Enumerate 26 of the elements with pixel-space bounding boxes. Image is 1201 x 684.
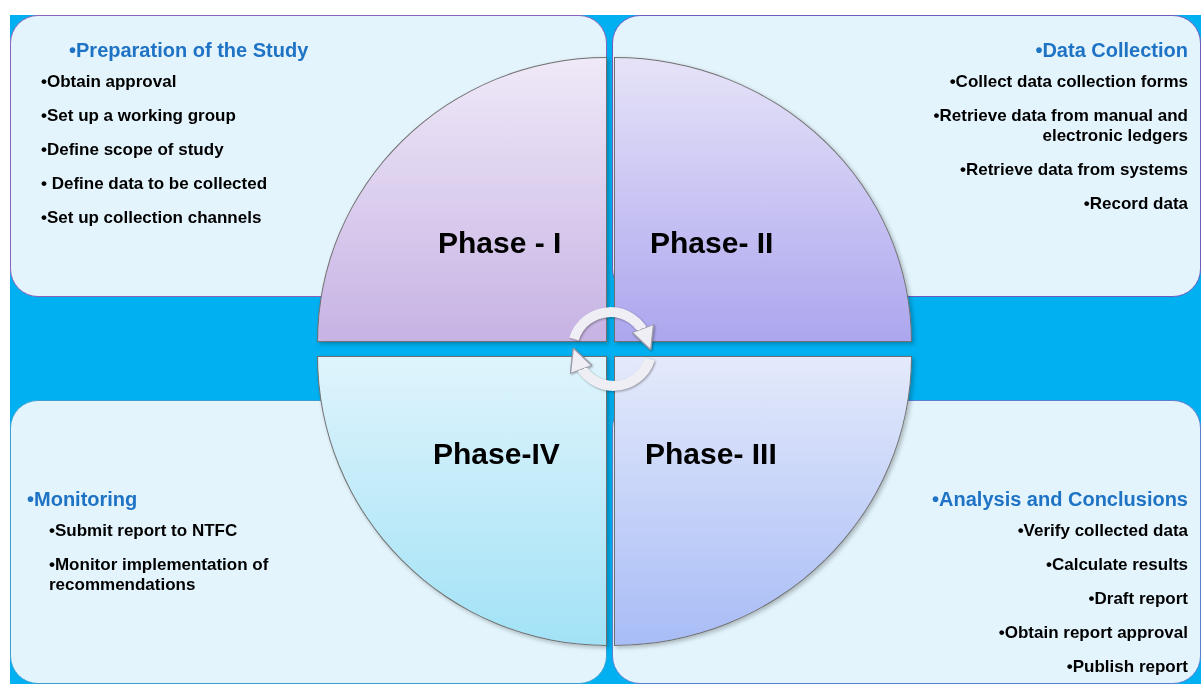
section-heading: •Analysis and Conclusions (932, 489, 1188, 509)
bullet-item: •Publish report (1066, 657, 1188, 677)
section-heading: •Data Collection (1035, 40, 1188, 60)
curved-arrow (569, 307, 654, 351)
phase-label: Phase- III (645, 437, 777, 471)
bullet-item: •Obtain approval (41, 72, 177, 92)
bullet-item: •Define scope of study (41, 140, 224, 160)
bullet-item: •Retrieve data from systems (960, 160, 1188, 180)
phase-label: Phase- II (650, 226, 774, 260)
bullet-item: •Verify collected data (1017, 521, 1188, 541)
bullet-item: •Calculate results (1046, 555, 1188, 575)
curved-arrow (570, 347, 655, 391)
section-heading: •Monitoring (27, 489, 138, 509)
section-heading: •Preparation of the Study (69, 40, 309, 60)
bullet-item: •Retrieve data from manual and electronic ledgers (932, 106, 1188, 146)
bullet-item: •Set up collection channels (41, 208, 262, 228)
phase-label: Phase - I (438, 226, 562, 260)
bullet-item: •Obtain report approval (998, 623, 1188, 643)
bullet-item: •Collect data collection forms (949, 72, 1188, 92)
bullet-item: •Set up a working group (41, 106, 236, 126)
bullet-item: •Submit report to NTFC (49, 521, 238, 541)
bullet-item: •Monitor implementation of recommendations (49, 555, 270, 595)
bullet-item: •Draft report (1088, 589, 1188, 609)
bullet-item: • Define data to be collected (41, 174, 268, 194)
phase-label: Phase-IV (433, 437, 560, 471)
bullet-item: •Record data (1083, 194, 1188, 214)
